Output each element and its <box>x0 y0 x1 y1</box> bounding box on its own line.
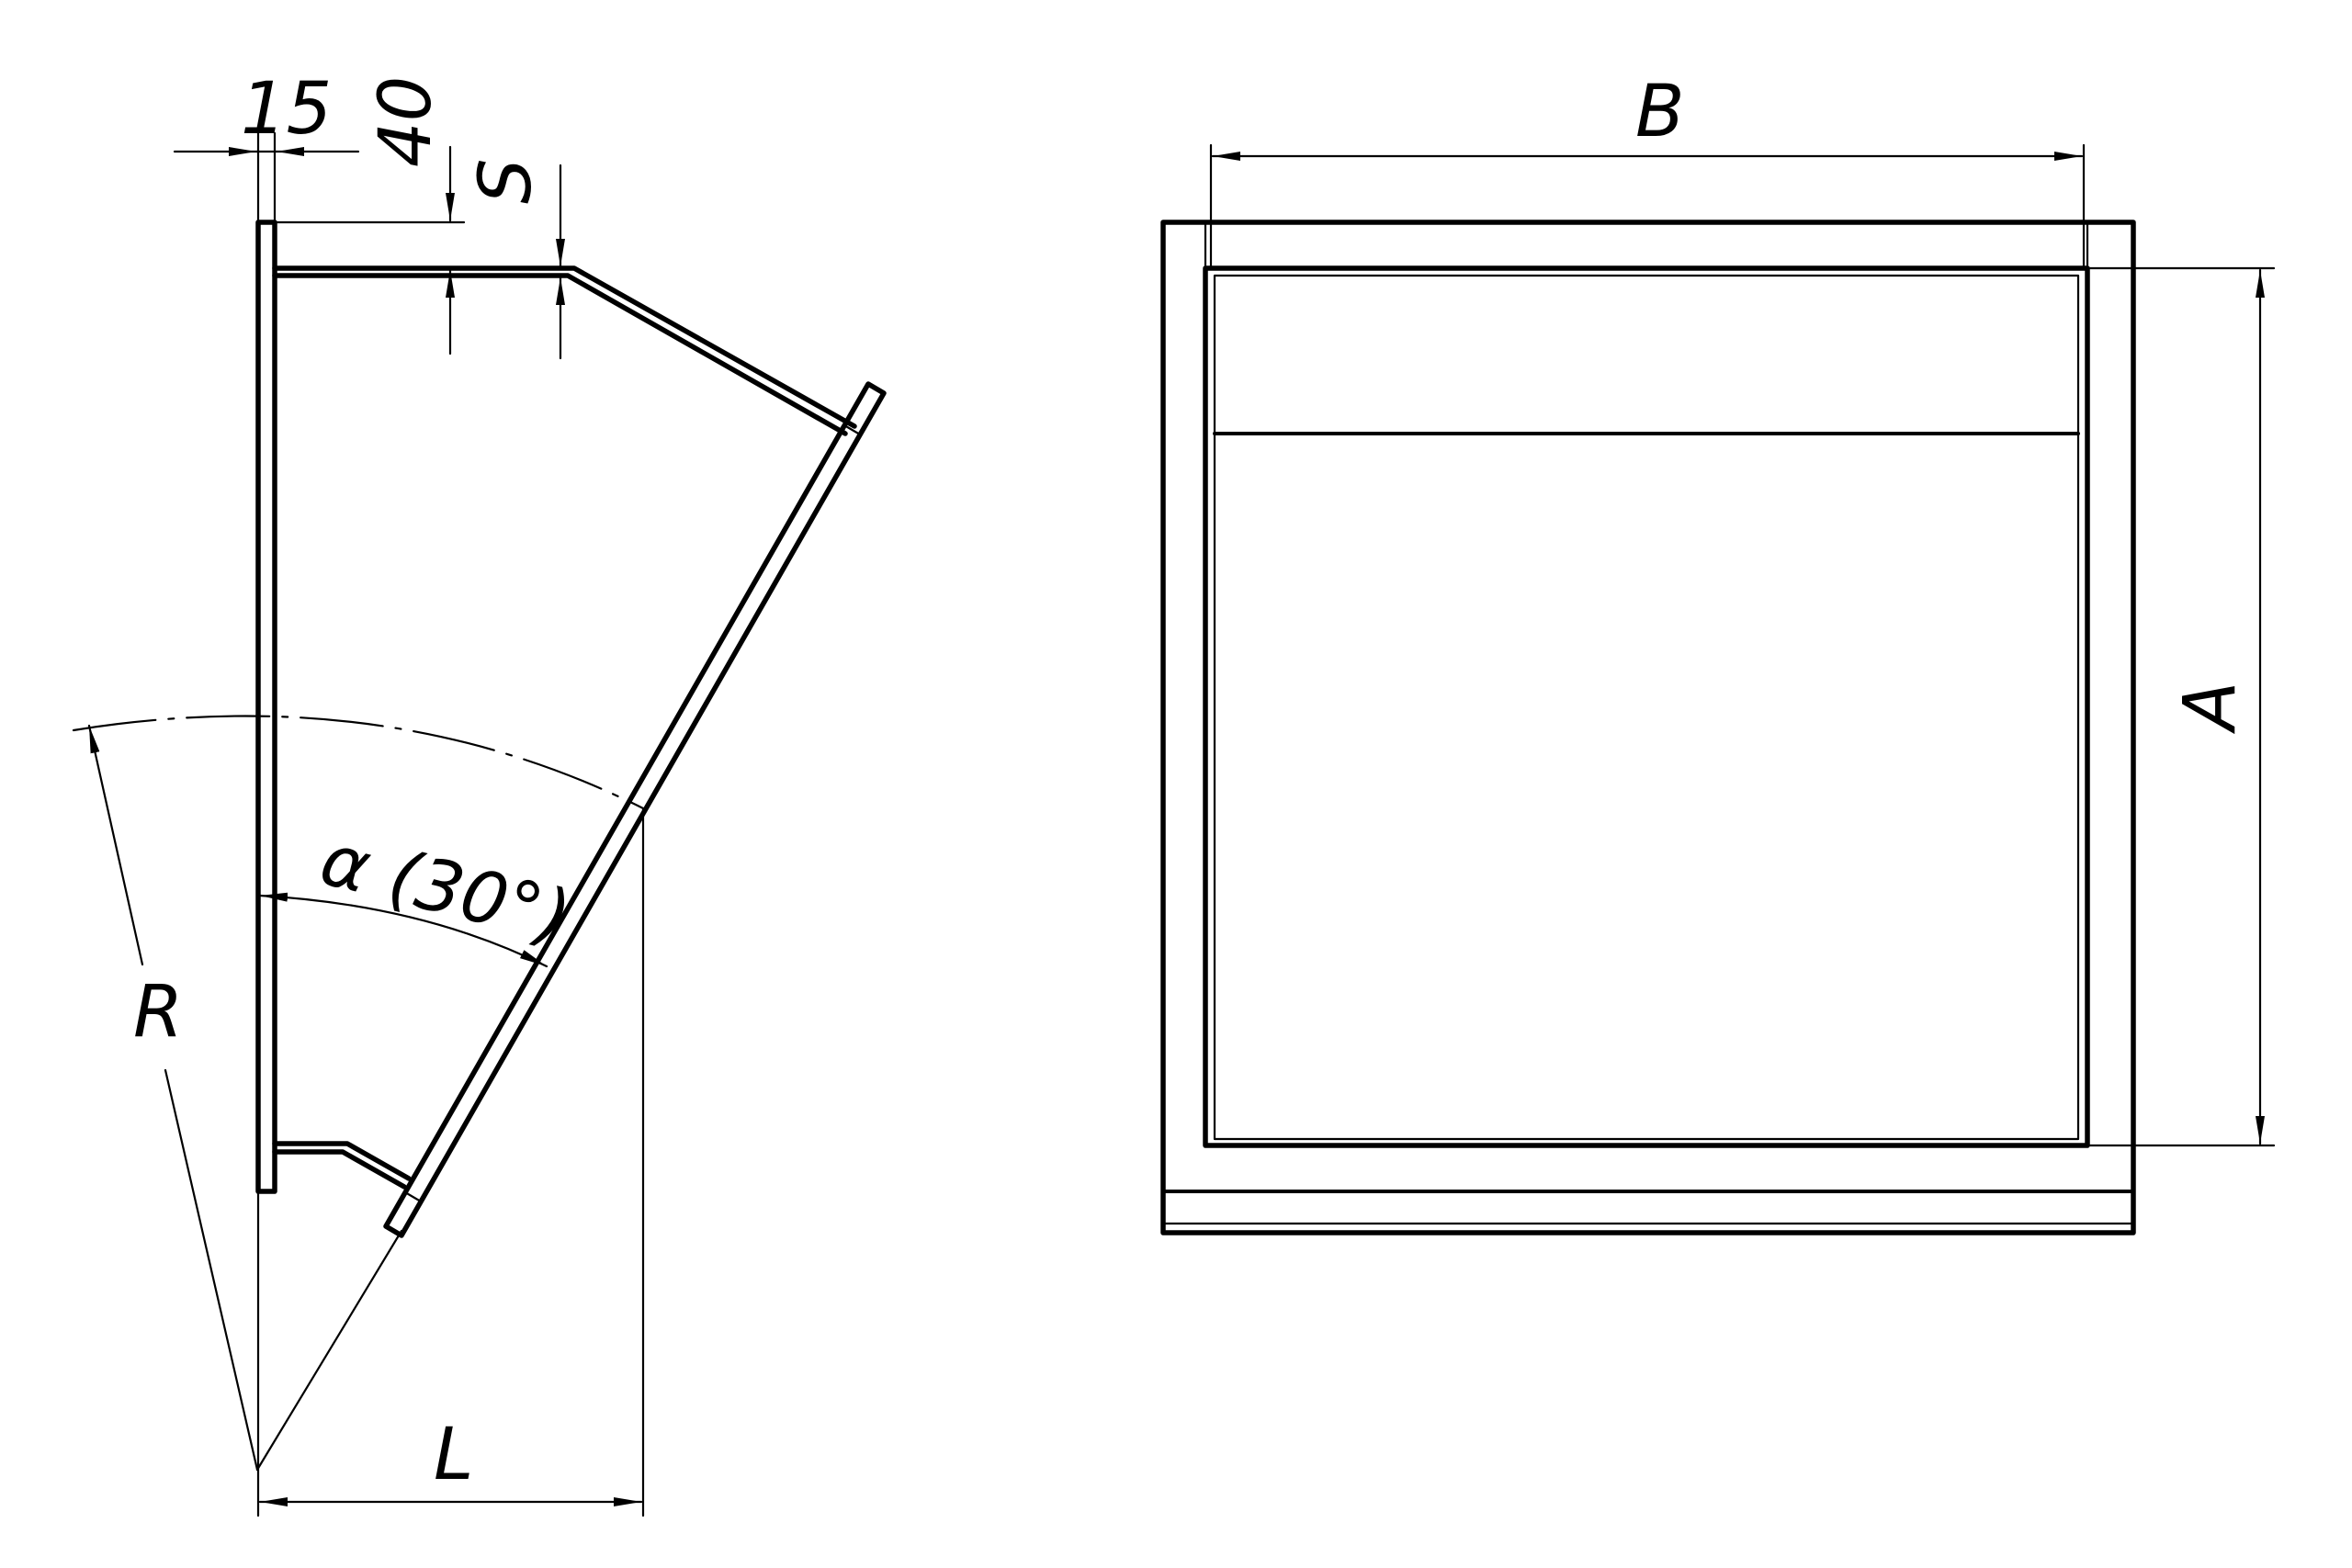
bottom-wall <box>272 1141 412 1181</box>
side-view: R L α (30°) 15 40 S <box>72 68 887 1517</box>
offset-label: 40 <box>365 76 447 167</box>
top-wall-inner <box>272 273 848 436</box>
width-label: B <box>1635 71 1685 153</box>
outer-flange-frame <box>1160 220 2136 1235</box>
radius-line-lower <box>164 1068 259 1472</box>
angle-label: α (30°) <box>312 818 578 960</box>
radius-line-to-flange <box>255 1229 403 1472</box>
angled-flange-seam-top <box>842 423 862 436</box>
angled-flange <box>383 381 887 1238</box>
front-view: B A <box>1160 71 2276 1235</box>
inner-duct <box>1203 265 2090 1148</box>
angle-arc <box>258 892 548 968</box>
bottom-wall-inner <box>272 1149 407 1190</box>
flange-width-label: 15 <box>241 68 332 151</box>
height-label: A <box>2169 682 2252 735</box>
thickness-label: S <box>465 158 548 204</box>
inner-duct-edge <box>1213 274 2080 1141</box>
left-flange <box>255 220 277 1194</box>
radius-label: R <box>133 971 183 1054</box>
radius-line-upper <box>87 724 144 966</box>
centerline-arc <box>72 715 645 810</box>
length-label: L <box>434 1414 473 1496</box>
top-wall <box>272 265 857 429</box>
angled-flange-seam-bottom <box>403 1190 423 1203</box>
